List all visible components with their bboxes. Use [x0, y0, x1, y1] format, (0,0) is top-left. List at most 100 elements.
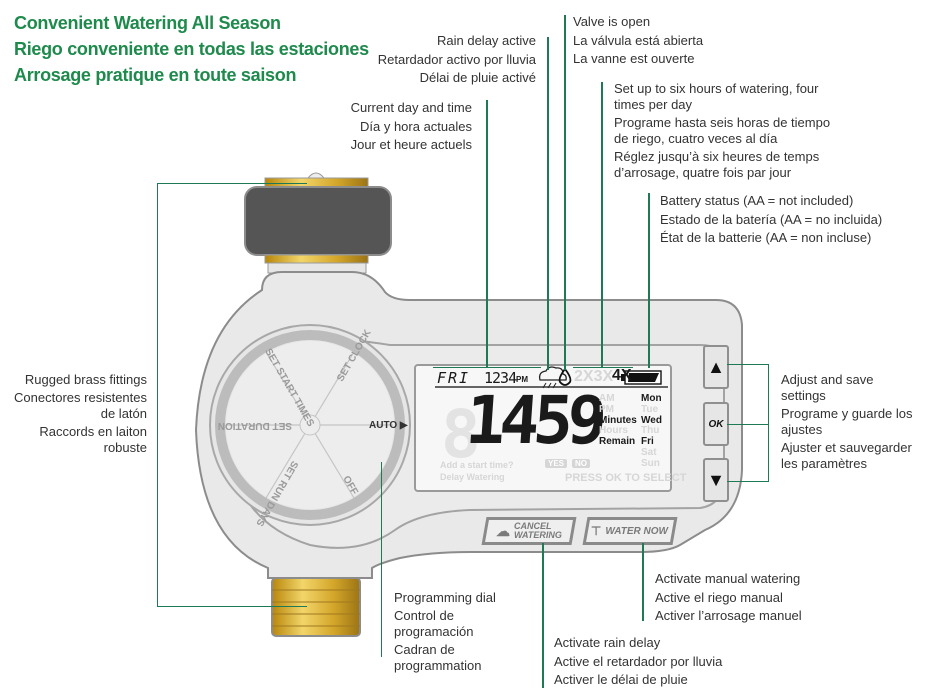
lcd-day-mon: Mon [641, 393, 662, 404]
lcd-prompt-start: Add a start time? [440, 460, 514, 470]
page-title: Convenient Watering All Season Riego con… [14, 10, 369, 88]
callout-six-hours: Set up to six hours of watering, four ti… [614, 81, 830, 180]
faucet-icon: ⊤ [591, 523, 602, 538]
lcd-press-ok: PRESS OK TO SELECT [565, 472, 687, 484]
title-es: Riego conveniente en todas las estacione… [14, 39, 369, 59]
down-arrow-icon: ▼ [707, 469, 725, 490]
callout-text: Conectores resistentes [14, 389, 147, 405]
callout-text: les paramètres [781, 456, 867, 471]
callout-line-valve [564, 15, 566, 370]
callout-text: Activate manual watering [655, 571, 801, 586]
callout-text: Activer le délai de pluie [554, 672, 688, 687]
callout-line-dial [381, 462, 382, 657]
callout-line-brass [157, 183, 158, 607]
lcd-unit-remain: Remain [599, 436, 636, 448]
callout-text: Día y hora actuales [359, 118, 472, 134]
callout-text: Jour et heure actuels [350, 137, 472, 152]
lcd-day-tue: Tue [641, 403, 659, 415]
callout-line-brass-bottom [157, 606, 307, 607]
cancel-label-2: WATERING [514, 530, 562, 540]
callout-text: Battery status (AA = not included) [660, 193, 854, 208]
lcd-day-sat: Sat [641, 446, 657, 458]
lcd-unit-minutes: Minutes [599, 414, 637, 426]
callout-text: Cadran de [394, 642, 455, 657]
svg-text:8: 8 [441, 396, 481, 473]
lcd-day: FRI [437, 369, 471, 387]
callout-line-brass-top [157, 183, 307, 184]
callout-text: La vanne est ouverte [573, 51, 695, 66]
callout-text: Réglez jusqu’à six heures de temps [614, 149, 820, 164]
callout-text: Programming dial [394, 590, 496, 605]
lcd-unit-pm: PM [599, 403, 614, 415]
callout-text: Activer l’arrosage manuel [655, 608, 802, 623]
lcd-unit-am: AM [599, 393, 615, 404]
callout-text: Délai de pluie activé [419, 70, 536, 85]
lcd-prompt-delay: Delay Watering [440, 472, 505, 482]
water-now-button[interactable]: ⊤ WATER NOW [582, 517, 678, 545]
down-button[interactable]: ▼ [703, 458, 729, 502]
callout-text: État de la batterie (AA = non incluse) [660, 230, 872, 245]
callout-text: Activate rain delay [554, 635, 661, 650]
callout-text: robuste [103, 440, 147, 455]
lcd-day-sun: Sun [641, 457, 660, 469]
up-button[interactable]: ▲ [703, 345, 729, 389]
cancel-watering-button[interactable]: ☁ CANCEL WATERING [481, 517, 577, 545]
callout-text: Valve is open [573, 14, 651, 29]
callout-line-cancel [542, 543, 544, 688]
lcd-freq-dim: 2X3X [574, 368, 614, 385]
lcd-ampm: PM [516, 375, 528, 384]
callout-line-battery [648, 193, 650, 368]
lcd-day-thu: Thu [641, 425, 660, 437]
lcd-yes: YES [545, 459, 568, 468]
callout-text: Rugged brass fittings [24, 372, 147, 387]
callout-rain-delay-button: Activate rain delay Active el retardador… [554, 634, 722, 690]
callout-text: programación [394, 624, 474, 639]
title-en: Convenient Watering All Season [14, 13, 281, 33]
callout-line-day-time [486, 100, 488, 368]
callout-text: Raccords en laiton [39, 423, 147, 439]
callout-text: Current day and time [350, 100, 472, 115]
callout-dial: Programming dial Control de programación… [394, 590, 496, 674]
callout-text: d’arrosage, quatre fois par jour [614, 164, 792, 180]
water-now-label: WATER NOW [605, 525, 669, 537]
callout-brass: Rugged brass fittings Conectores resiste… [14, 372, 147, 457]
lcd-day-fri: Fri [641, 436, 654, 448]
callout-line-ok [727, 424, 769, 425]
callout-text: de riego, cuatro veces al día [614, 130, 778, 146]
callout-text: Programe hasta seis horas de tiempo [614, 115, 831, 130]
dial-set-duration[interactable]: SET DURATION [217, 420, 292, 431]
callout-text: Adjust and save [781, 372, 874, 387]
callout-text: Active el riego manual [655, 589, 783, 605]
callout-text: Active el retardador por lluvia [554, 653, 723, 669]
callout-text: ajustes [781, 422, 823, 437]
lcd-time: 1234 [484, 369, 517, 387]
dial-auto[interactable]: AUTO ▶ [369, 420, 408, 431]
callout-line-six-hours [601, 82, 603, 368]
callout-line-water-now [642, 543, 644, 621]
callout-text: La válvula está abierta [573, 32, 704, 48]
callout-adjust: Adjust and save settings Programe y guar… [781, 372, 913, 472]
lcd-unit-hours: Hours [599, 425, 628, 437]
callout-text: de latón [100, 406, 147, 421]
callout-battery: Battery status (AA = not included) Estad… [660, 192, 882, 248]
title-fr: Arrosage pratique en toute saison [14, 65, 297, 85]
lcd-freq-active: 4X [612, 367, 632, 384]
callout-bracket-six-hours [573, 367, 633, 368]
callout-text: Retardador activo por lluvia [377, 51, 536, 67]
callout-text: Set up to six hours of watering, four [614, 81, 819, 96]
callout-text: Control de [394, 608, 454, 623]
callout-text: programmation [394, 658, 482, 673]
callout-line-rain-delay [547, 37, 549, 370]
lcd-prompts: Add a start time? Delay Watering [440, 459, 514, 483]
callout-text: Programe y guarde los [781, 406, 913, 421]
callout-line-up [727, 364, 769, 365]
lcd-days: Mon Tue Wed Thu Fri Sat Sun [641, 393, 662, 470]
lcd-units: AM PM Minutes Hours Remain [599, 393, 637, 448]
callout-bracket-day-time [433, 367, 541, 368]
ok-button[interactable]: OK [703, 402, 729, 446]
callout-rain-delay: Rain delay active Retardador activo por … [378, 32, 536, 88]
callout-day-time: Current day and time Día y hora actuales… [351, 99, 472, 155]
lcd-main-digits: 1459 [463, 382, 604, 459]
callout-text: settings [781, 388, 826, 403]
